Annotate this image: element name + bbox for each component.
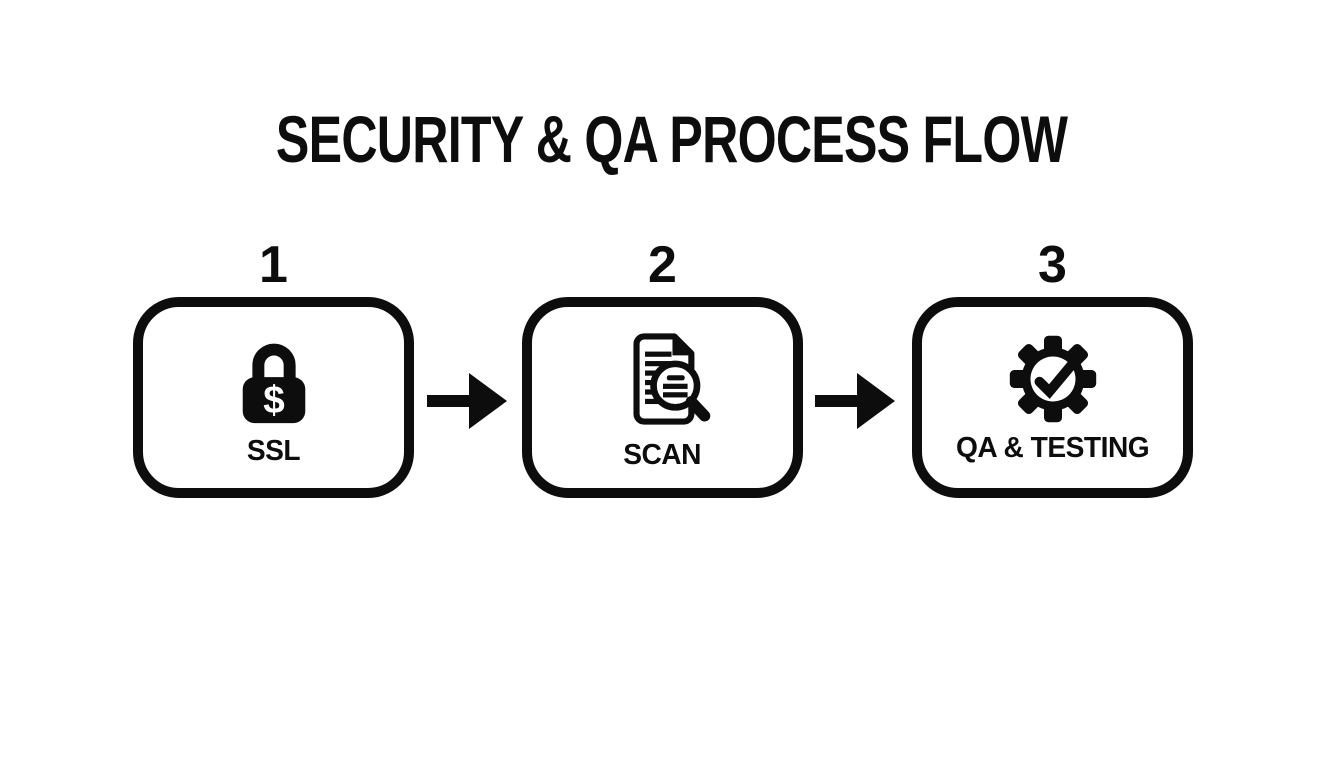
diagram-title-text: SECURITY & QA PROCESS FLOW	[276, 102, 1068, 176]
step-label: SCAN	[623, 439, 702, 471]
step-number: 1	[259, 236, 288, 294]
step-box-qa-testing: QA & TESTING	[912, 297, 1193, 498]
step-number: 3	[1038, 236, 1067, 294]
flow-arrow-right-icon	[427, 373, 507, 434]
dollar-glyph: $	[263, 379, 284, 422]
step-scan: 2 SCAN	[522, 238, 803, 498]
step-box-ssl: $ SSL	[133, 297, 414, 498]
gear-check-icon	[1008, 334, 1098, 424]
lock-dollar-icon: $	[228, 331, 320, 427]
diagram-title: SECURITY & QA PROCESS FLOW	[0, 106, 1344, 172]
step-qa-testing: 3	[912, 238, 1193, 498]
step-box-scan: SCAN	[522, 297, 803, 498]
document-magnifier-icon	[615, 327, 711, 431]
step-ssl: 1 $ SSL	[133, 238, 414, 498]
step-label: QA & TESTING	[955, 432, 1150, 464]
step-number: 2	[648, 236, 677, 294]
flow-arrow-right-icon	[815, 373, 895, 434]
step-label: SSL	[246, 435, 301, 467]
